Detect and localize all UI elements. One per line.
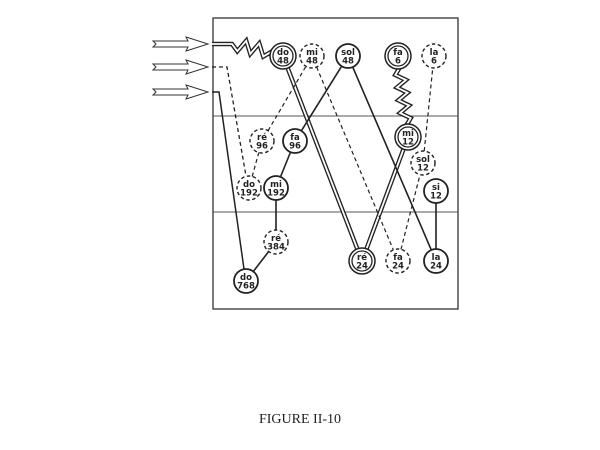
node-number-label: 96 bbox=[289, 142, 301, 152]
node-number-label: 12 bbox=[430, 192, 442, 202]
node-ring bbox=[410, 150, 436, 176]
node-ring bbox=[263, 229, 289, 255]
note-node-la6: la6 bbox=[421, 43, 447, 69]
edge-do48-re24-inner bbox=[286, 66, 359, 251]
node-note-label: ré bbox=[257, 132, 267, 143]
edge-fa24-sol12 bbox=[400, 174, 421, 250]
node-number-label: 24 bbox=[392, 262, 404, 272]
node-note-label: la bbox=[430, 48, 439, 58]
node-note-label: mi bbox=[402, 129, 414, 139]
edge-re96-mi48 bbox=[267, 66, 307, 131]
input-arrow-icon bbox=[151, 59, 210, 75]
node-ring bbox=[335, 43, 361, 69]
node-note-label: fa bbox=[393, 253, 403, 263]
node-inner-ring bbox=[351, 250, 373, 272]
node-number-label: 6 bbox=[431, 57, 437, 67]
frame bbox=[212, 17, 459, 310]
edge-re24-mi12-inner bbox=[365, 147, 405, 251]
node-note-label: sol bbox=[416, 155, 430, 165]
edge-do192-re96 bbox=[251, 152, 260, 177]
node-note-label: do bbox=[240, 273, 252, 283]
figure-caption: FIGURE II-10 bbox=[258, 412, 342, 427]
edge-do768-re384 bbox=[252, 251, 270, 272]
node-number-label: 48 bbox=[306, 57, 318, 67]
node-ring bbox=[233, 268, 259, 294]
node-number-label: 192 bbox=[267, 189, 285, 199]
node-ring bbox=[236, 175, 262, 201]
node-note-label: ré bbox=[271, 233, 281, 244]
node-note-label: fa bbox=[290, 133, 300, 143]
input-route-2 bbox=[212, 66, 247, 177]
node-note-label: sol bbox=[341, 48, 355, 58]
node-ring bbox=[423, 178, 449, 204]
node-number-label: 96 bbox=[256, 142, 268, 152]
node-note-label: si bbox=[432, 183, 440, 193]
node-number-label: 24 bbox=[356, 262, 368, 272]
node-ring bbox=[263, 175, 289, 201]
edge-mi12-fa6-inner bbox=[394, 67, 412, 126]
input-arrow-icon bbox=[151, 36, 210, 52]
edge-sol12-la6 bbox=[423, 67, 434, 152]
node-number-label: 48 bbox=[277, 57, 289, 67]
note-node-fa6: fa6 bbox=[384, 42, 412, 70]
node-number-label: 768 bbox=[237, 282, 255, 292]
node-ring bbox=[385, 248, 411, 274]
edge-sol48-la24 bbox=[351, 66, 433, 251]
input-route-1-spring-inner bbox=[212, 38, 272, 58]
node-inner-ring bbox=[387, 45, 409, 67]
node-ring bbox=[249, 128, 275, 154]
node-note-label: la bbox=[432, 253, 441, 263]
node-number-label: 12 bbox=[402, 138, 414, 148]
node-note-label: fa bbox=[393, 48, 403, 58]
node-note-label: ré bbox=[357, 252, 367, 263]
node-note-label: mi bbox=[270, 180, 282, 190]
node-number-label: 48 bbox=[342, 57, 354, 67]
node-ring bbox=[421, 43, 447, 69]
input-route-3 bbox=[212, 91, 245, 270]
node-note-label: do bbox=[243, 180, 255, 190]
node-note-label: mi bbox=[306, 48, 318, 58]
edge-fa96-sol48 bbox=[300, 65, 343, 132]
node-number-label: 12 bbox=[417, 164, 429, 174]
edge-mi192-fa96 bbox=[279, 151, 292, 178]
node-ring bbox=[282, 128, 308, 154]
node-inner-ring bbox=[397, 126, 419, 148]
input-arrow-icon bbox=[151, 84, 210, 100]
node-number-label: 192 bbox=[240, 189, 258, 199]
node-inner-ring bbox=[272, 45, 294, 67]
node-number-label: 24 bbox=[430, 262, 442, 272]
node-ring bbox=[299, 43, 325, 69]
node-number-label: 6 bbox=[395, 57, 401, 67]
node-note-label: do bbox=[277, 48, 289, 58]
node-number-label: 384 bbox=[267, 243, 285, 253]
edge-mi48-fa24 bbox=[316, 66, 394, 251]
node-ring bbox=[423, 248, 449, 274]
